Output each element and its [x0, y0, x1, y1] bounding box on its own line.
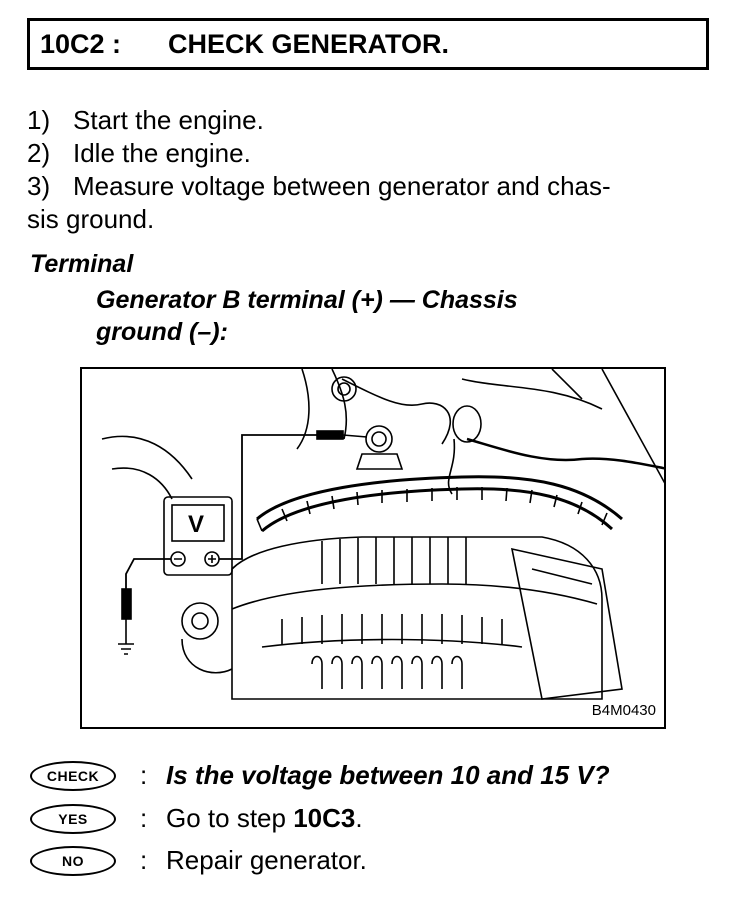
- yes-step-link: 10C3: [293, 803, 356, 833]
- no-action: Repair generator.: [166, 845, 367, 875]
- step-text: Measure voltage between generator and ch…: [73, 171, 611, 201]
- step-3: 3) Measure voltage between generator and…: [27, 170, 717, 203]
- step-3-continuation: sis ground.: [27, 203, 717, 236]
- yes-badge: YES: [30, 803, 116, 834]
- no-row: NO : Repair generator.: [30, 845, 367, 876]
- step-number: 3): [27, 171, 51, 201]
- generator-illustration: V B4M0430: [80, 367, 666, 729]
- no-colon: :: [140, 845, 148, 875]
- yes-action: Go to step 10C3.: [166, 803, 363, 834]
- terminal-line-1: Generator B terminal (+) — Chassis: [96, 286, 518, 314]
- step-number: 2): [27, 138, 51, 168]
- generator-drawing: [101, 369, 664, 700]
- procedure-steps: 1) Start the engine. 2) Idle the engine.…: [27, 104, 717, 236]
- yes-row: YES : Go to step 10C3.: [30, 803, 363, 834]
- figure-code: B4M0430: [591, 702, 656, 719]
- step-text: Start the engine.: [73, 105, 264, 135]
- terminal-line-2: ground (–):: [96, 318, 228, 346]
- terminal-description: Generator B terminal (+) — Chassis groun…: [96, 284, 656, 348]
- step-header: 10C2 : CHECK GENERATOR.: [27, 18, 709, 70]
- yes-text-suffix: .: [355, 803, 363, 833]
- meter-display: V: [187, 511, 204, 538]
- no-badge: NO: [30, 845, 116, 876]
- step-number: 1): [27, 105, 51, 135]
- terminal-label: Terminal: [30, 250, 134, 278]
- yes-text-prefix: Go to step: [166, 803, 294, 833]
- check-colon: :: [140, 760, 148, 790]
- check-question: Is the voltage between 10 and 15 V?: [166, 760, 610, 790]
- step-1: 1) Start the engine.: [27, 104, 717, 137]
- step-title: CHECK GENERATOR.: [168, 28, 450, 59]
- yes-colon: :: [140, 803, 148, 833]
- check-badge: CHECK: [30, 760, 116, 791]
- check-row: CHECK : Is the voltage between 10 and 15…: [30, 760, 610, 791]
- step-2: 2) Idle the engine.: [27, 137, 717, 170]
- step-code: 10C2 :: [40, 28, 122, 59]
- step-text: Idle the engine.: [73, 138, 251, 168]
- step-text-continuation: sis ground.: [27, 204, 155, 234]
